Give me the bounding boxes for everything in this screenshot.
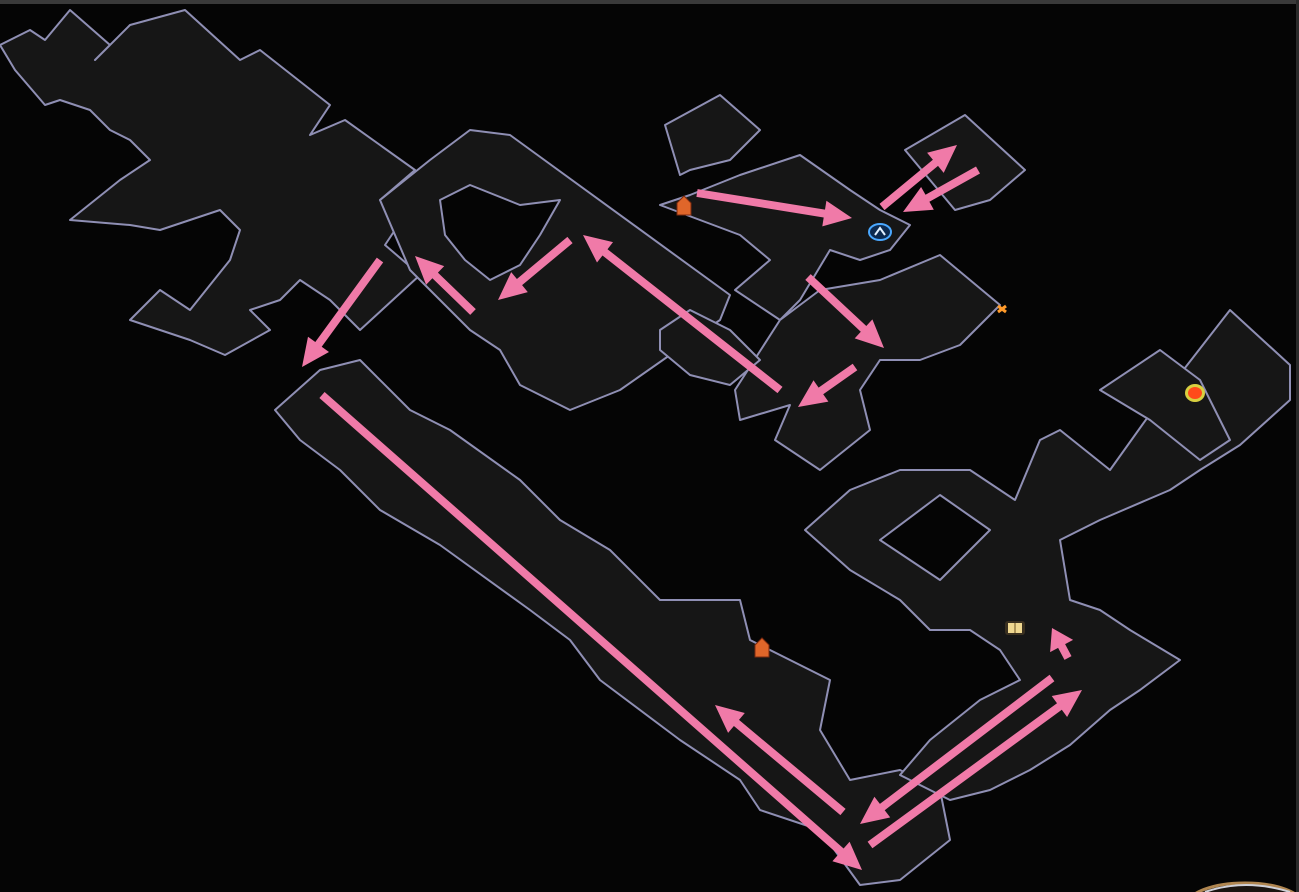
route-arrow: [879, 145, 957, 211]
route-arrows: [302, 145, 1082, 870]
route-arrow: [498, 236, 573, 300]
map-floor-region: [439, 184, 561, 281]
map-markers: [676, 195, 1205, 658]
route-arrow: [867, 690, 1082, 849]
map-floor-layout: [0, 9, 1291, 886]
route-arrow: [715, 705, 846, 816]
waypoint-icon[interactable]: [868, 223, 892, 241]
map-floor-region: [659, 309, 761, 386]
map-floor-region: [734, 254, 1001, 471]
route-arrow: [903, 166, 980, 212]
map-floor-region: [904, 114, 1026, 211]
boss-icon[interactable]: [1185, 384, 1205, 402]
route-arrow: [319, 392, 862, 870]
route-arrow: [1050, 628, 1074, 660]
route-arrow: [805, 274, 884, 348]
map-floor-region: [1099, 349, 1231, 461]
route-arrow: [696, 189, 852, 227]
route-arrow: [302, 257, 384, 367]
window-right-border: [1296, 0, 1299, 892]
route-arrow: [860, 674, 1055, 824]
map-floor-region: [664, 94, 761, 176]
route-arrow: [583, 235, 783, 394]
door-icon[interactable]: [676, 195, 692, 216]
window-top-border: [0, 0, 1299, 4]
map-floor-region: [804, 309, 1291, 801]
lore-book-icon[interactable]: [1005, 621, 1025, 635]
route-arrow: [415, 256, 476, 315]
door-icon[interactable]: [754, 637, 770, 658]
life-orb-frame-icon: [1195, 881, 1295, 892]
route-arrow: [798, 363, 858, 407]
map-floor-region: [879, 494, 991, 581]
map-floor-region: [0, 9, 421, 356]
area-transition-icon[interactable]: [997, 304, 1007, 314]
